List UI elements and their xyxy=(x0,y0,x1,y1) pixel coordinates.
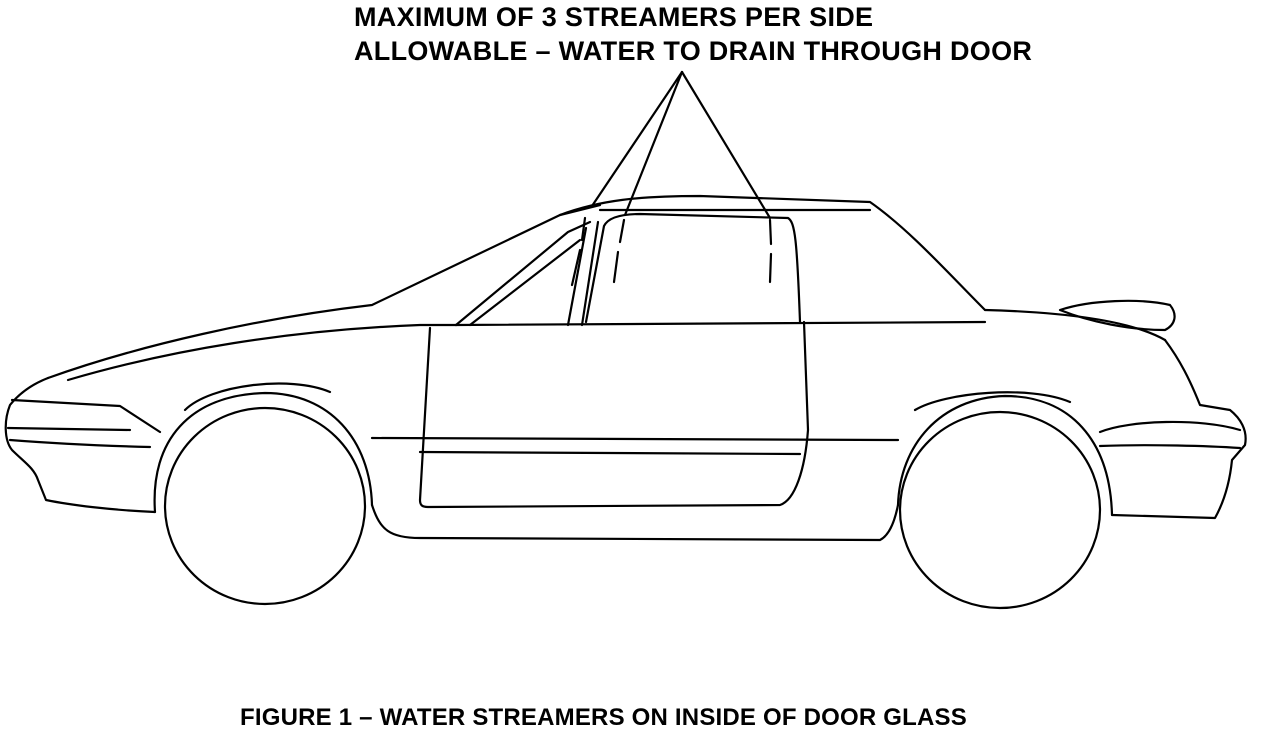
door-glass xyxy=(584,212,802,324)
streamer-1 xyxy=(570,216,587,287)
a-pillar-post xyxy=(566,220,600,327)
headlight xyxy=(10,398,162,434)
leader-line-3 xyxy=(680,70,772,220)
front-wheel-arch xyxy=(153,391,374,514)
door-outline xyxy=(418,320,810,509)
callout-label: MAXIMUM OF 3 STREAMERS PER SIDE ALLOWABL… xyxy=(354,0,1032,68)
hood-inner-line xyxy=(66,323,458,382)
belt-line xyxy=(454,320,987,327)
figure-caption: FIGURE 1 – WATER STREAMERS ON INSIDE OF … xyxy=(240,704,967,731)
rear-deck-line xyxy=(983,308,1167,342)
rear-spoiler xyxy=(1058,299,1176,332)
streamer-2 xyxy=(612,218,626,284)
rear-wheel xyxy=(898,410,1102,610)
front-fender-flare xyxy=(183,382,332,412)
door-molding xyxy=(418,450,802,456)
rear-bumper xyxy=(1098,420,1242,450)
rocker-panel xyxy=(370,503,900,542)
rear-fender-flare xyxy=(913,391,1072,412)
rear-wheel-arch xyxy=(896,394,1114,517)
water-streamers xyxy=(570,216,773,287)
bumper-line xyxy=(6,426,152,449)
roof-line xyxy=(558,194,987,312)
side-molding xyxy=(370,436,900,442)
rear-body xyxy=(1110,338,1247,520)
a-pillar-inner xyxy=(468,238,582,327)
wheels xyxy=(163,406,1102,610)
callout-line-2: ALLOWABLE – WATER TO DRAIN THROUGH DOOR xyxy=(354,36,1033,66)
streamer-3 xyxy=(768,218,773,284)
front-wheel xyxy=(163,406,367,606)
callout-line-1: MAXIMUM OF 3 STREAMERS PER SIDE xyxy=(354,2,874,32)
leader-line-1 xyxy=(590,70,684,208)
hood-line xyxy=(46,203,602,380)
front-nose xyxy=(4,376,157,514)
car-body xyxy=(4,194,1247,542)
door xyxy=(418,212,810,509)
a-pillar-outer xyxy=(454,220,592,327)
leader-line-2 xyxy=(623,70,684,217)
leader-lines xyxy=(590,70,772,220)
